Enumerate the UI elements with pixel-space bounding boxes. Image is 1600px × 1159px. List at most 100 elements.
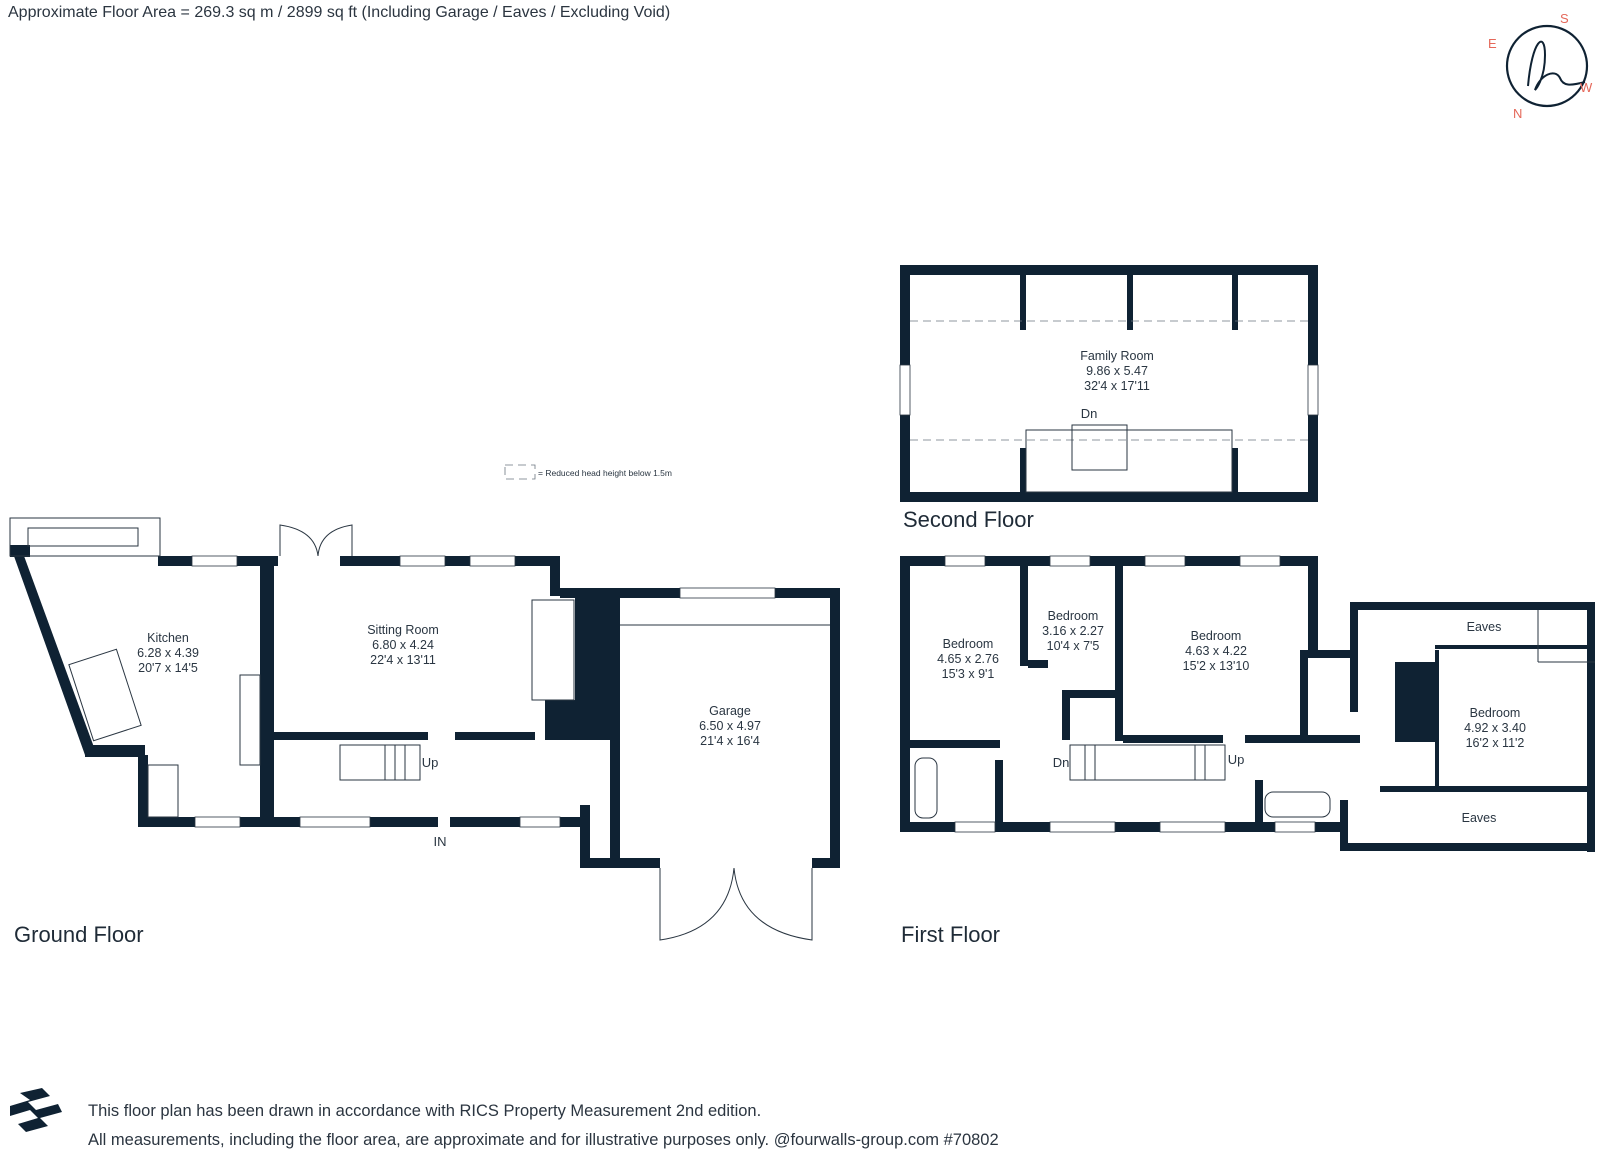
stairs-up-marker: Up <box>1228 752 1245 767</box>
wall-segment <box>1062 690 1070 740</box>
room-labels: Kitchen 6.28 x 4.39 20'7 x 14'5 Sitting … <box>137 11 1593 849</box>
wall-segment <box>900 265 1318 275</box>
room-size-imperial: 16'2 x 11'2 <box>1466 736 1525 750</box>
landing-stairs <box>1069 744 1226 781</box>
wall-segment <box>1308 556 1318 656</box>
compass-north-letter: N <box>1513 106 1522 121</box>
wall-segment <box>1123 735 1223 743</box>
compass-west-letter: W <box>1580 80 1593 95</box>
window <box>1239 555 1281 567</box>
cupboard <box>531 599 575 701</box>
kitchen-rooflight <box>27 527 139 547</box>
window <box>899 364 911 416</box>
legend-swatch <box>504 464 536 480</box>
wall-segment <box>1435 650 1439 790</box>
compass-rose <box>1505 24 1589 108</box>
first-floor-title: First Floor <box>901 922 1000 947</box>
wall-segment <box>900 492 1318 502</box>
room-size-imperial: 10'4 x 7'5 <box>1047 639 1100 653</box>
legend-text: = Reduced head height below 1.5m <box>538 468 672 478</box>
kitchen-wall-slant <box>10 545 95 755</box>
room-size-imperial: 15'3 x 9'1 <box>942 667 995 681</box>
chimney-breast <box>545 700 620 740</box>
window <box>1274 821 1316 833</box>
wall-segment <box>1340 843 1595 851</box>
kitchen-bay <box>9 517 161 557</box>
wall-segment <box>268 732 428 740</box>
truss <box>1232 275 1238 330</box>
ground-floor-title: Ground Floor <box>14 922 144 947</box>
window <box>469 555 516 567</box>
eaves-label: Eaves <box>1467 620 1502 634</box>
wall-segment <box>995 760 1003 822</box>
stairs-down-marker: Dn <box>1053 755 1070 770</box>
wall-segment <box>1115 566 1123 741</box>
footer-disclaimer: All measurements, including the floor ar… <box>88 1131 999 1149</box>
window <box>944 555 986 567</box>
wall-segment <box>1435 645 1595 649</box>
wall-segment <box>1350 602 1595 610</box>
family-room-label: Family Room 9.86 x 5.47 32'4 x 17'11 <box>1080 349 1154 393</box>
room-size-metric: 6.28 x 4.39 <box>137 646 199 660</box>
floor-area-header: Approximate Floor Area = 269.3 sq m / 28… <box>8 4 671 21</box>
garage-door-swing <box>659 867 735 941</box>
compass-circle <box>1505 24 1589 108</box>
truss <box>1020 448 1026 492</box>
bedroom-2-label: Bedroom 3.16 x 2.27 10'4 x 7'5 <box>1042 609 1104 653</box>
compass-east-letter: E <box>1488 36 1497 51</box>
wall-segment <box>138 755 148 827</box>
wall-segment <box>580 805 590 865</box>
room-name: Bedroom <box>1191 629 1242 643</box>
eaves-label: Eaves <box>1462 811 1497 825</box>
window <box>519 816 561 828</box>
staircase <box>339 744 421 781</box>
footer-rics-note: This floor plan has been drawn in accord… <box>88 1102 762 1120</box>
wall-segment <box>1020 566 1028 666</box>
room-name: Kitchen <box>147 631 189 645</box>
stairs-up-marker: Up <box>422 755 439 770</box>
wall-segment <box>900 822 1340 832</box>
wall-segment <box>1340 800 1348 851</box>
staircase <box>1071 424 1128 471</box>
room-name: Garage <box>709 704 751 718</box>
bathtub <box>1264 791 1331 818</box>
wall-segment <box>900 556 910 832</box>
ground-floor-plan <box>9 464 840 941</box>
room-size-imperial: 32'4 x 17'11 <box>1084 379 1150 393</box>
room-size-metric: 4.65 x 2.76 <box>937 652 999 666</box>
room-name: Bedroom <box>943 637 994 651</box>
truss <box>1020 275 1026 330</box>
stairwell <box>1025 429 1233 493</box>
room-size-imperial: 21'4 x 16'4 <box>700 734 760 748</box>
room-name: Family Room <box>1080 349 1154 363</box>
wall-segment <box>550 556 560 596</box>
entrance-marker: IN <box>434 834 447 849</box>
wall-segment <box>455 732 535 740</box>
room-name: Bedroom <box>1470 706 1521 720</box>
window <box>1144 555 1186 567</box>
wall-segment <box>580 858 625 868</box>
wall-segment <box>830 588 840 868</box>
window <box>1049 555 1091 567</box>
room-size-imperial: 15'2 x 13'10 <box>1183 659 1250 673</box>
wall-segment <box>138 817 438 827</box>
wall-segment <box>10 545 30 557</box>
room-size-metric: 6.50 x 4.97 <box>699 719 761 733</box>
wall-segment <box>900 556 1318 566</box>
window <box>194 816 241 828</box>
door-swing <box>317 524 353 557</box>
wall-segment <box>340 556 560 566</box>
wall-segment <box>620 858 660 868</box>
window <box>679 587 776 599</box>
truss <box>1127 275 1133 330</box>
wall-segment <box>1308 650 1358 658</box>
room-size-imperial: 20'7 x 14'5 <box>138 661 198 675</box>
wall-segment <box>260 556 274 821</box>
wall-segment <box>1028 660 1048 668</box>
window <box>191 555 238 567</box>
second-floor-title: Second Floor <box>903 507 1034 532</box>
logo-monogram <box>1527 40 1586 91</box>
window <box>299 816 371 828</box>
wall-segment <box>1255 780 1263 822</box>
